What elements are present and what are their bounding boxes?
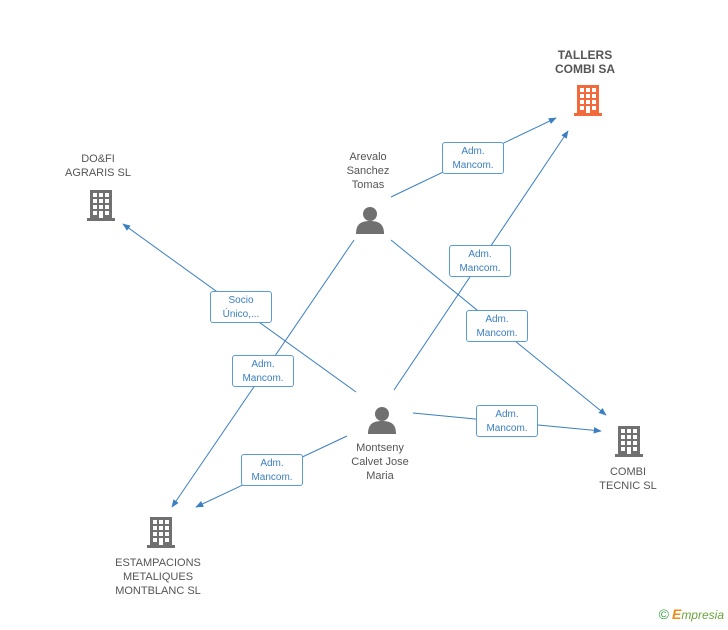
node-label-line: Maria (366, 470, 394, 482)
edge-label-montseny-to-combitecnic[interactable]: Adm. Mancom. (476, 405, 538, 437)
node-label-line: ESTAMPACIONS (115, 557, 201, 569)
edge-label-arevalo-to-estampacions[interactable]: Adm. Mancom. (232, 355, 294, 387)
node-label-line: TECNIC SL (599, 480, 657, 492)
edge-label-line: Mancom. (486, 423, 528, 434)
node-label-line: DO&FI (81, 153, 115, 165)
building-icon[interactable] (574, 85, 602, 116)
node-label-line: TALLERS (557, 48, 613, 62)
edge-label-line: Adm. (251, 359, 275, 370)
edge-label-line: Adm. (461, 146, 485, 157)
edge-label-montseny-to-tallers[interactable]: Adm. Mancom. (449, 245, 511, 277)
empresia-logo-text: mpresia (681, 608, 724, 622)
node-label-dofi[interactable]: DO&FI AGRARIS SL (38, 152, 158, 180)
edge-label-line: Mancom. (459, 263, 501, 274)
person-icon[interactable] (368, 407, 396, 434)
node-label-estampacions[interactable]: ESTAMPACIONS METALIQUES MONTBLANC SL (88, 556, 228, 598)
person-icon[interactable] (356, 207, 384, 234)
building-icon[interactable] (147, 517, 175, 548)
building-icon[interactable] (87, 190, 115, 221)
node-label-line: Calvet Jose (351, 456, 409, 468)
edge-label-line: Mancom. (251, 472, 293, 483)
node-label-line: COMBI (609, 466, 647, 478)
node-label-line: Sanchez (346, 165, 390, 177)
edge-label-line: Adm. (495, 409, 519, 420)
node-label-combitecnic[interactable]: COMBI TECNIC SL (578, 465, 678, 493)
edge-label-line: Mancom. (476, 328, 518, 339)
edge-label-arevalo-to-tallers[interactable]: Adm. Mancom. (442, 142, 504, 174)
node-label-line: Montseny (356, 442, 404, 454)
edge-label-arevalo-to-combitecnic[interactable]: Adm. Mancom. (466, 310, 528, 342)
edge-label-line: Mancom. (452, 160, 494, 171)
building-icon[interactable] (615, 426, 643, 457)
node-label-line: Arevalo (349, 151, 387, 163)
node-label-line: Tomas (351, 179, 385, 191)
edge-label-line: Único,... (222, 309, 260, 320)
edge-label-line: Adm. (260, 458, 284, 469)
empresia-brand[interactable]: ©Empresia (659, 606, 724, 622)
empresia-logo-initial: E (671, 606, 682, 622)
edge-label-line: Adm. (485, 314, 509, 325)
edge-label-montseny-to-estampacions[interactable]: Adm. Mancom. (241, 454, 303, 486)
node-label-line: METALIQUES (122, 571, 194, 583)
edge-label-line: Socio (228, 295, 254, 306)
copyright-symbol: © (658, 606, 669, 622)
node-label-line: COMBI SA (555, 62, 615, 76)
edge-label-line: Mancom. (242, 373, 284, 384)
edge-label-line: Adm. (468, 249, 492, 260)
node-label-line: AGRARIS SL (64, 167, 132, 179)
node-label-line: MONTBLANC SL (115, 585, 201, 597)
